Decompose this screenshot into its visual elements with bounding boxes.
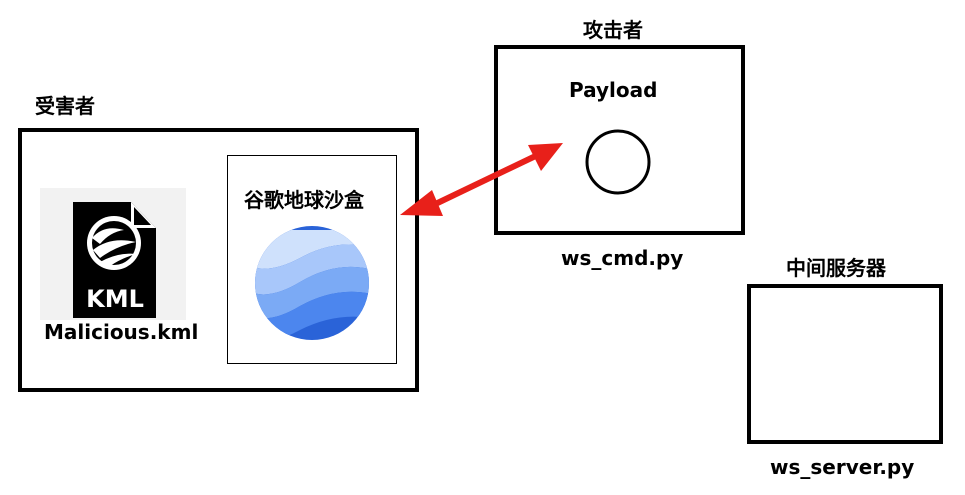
kml-icon-text: KML (86, 285, 144, 313)
malicious-kml-filename: Malicious.kml (44, 320, 199, 344)
victim-label: 受害者 (35, 94, 95, 118)
server-script-name: ws_server.py (770, 455, 915, 479)
attacker-box (494, 45, 745, 235)
attacker-script-name: ws_cmd.py (561, 246, 684, 270)
middle-server-label: 中间服务器 (786, 256, 886, 280)
sandbox-label: 谷歌地球沙盒 (244, 188, 364, 212)
google-earth-sandbox-box (227, 155, 397, 364)
payload-label: Payload (569, 78, 658, 102)
attacker-label: 攻击者 (583, 18, 643, 42)
middle-server-box (747, 284, 943, 444)
